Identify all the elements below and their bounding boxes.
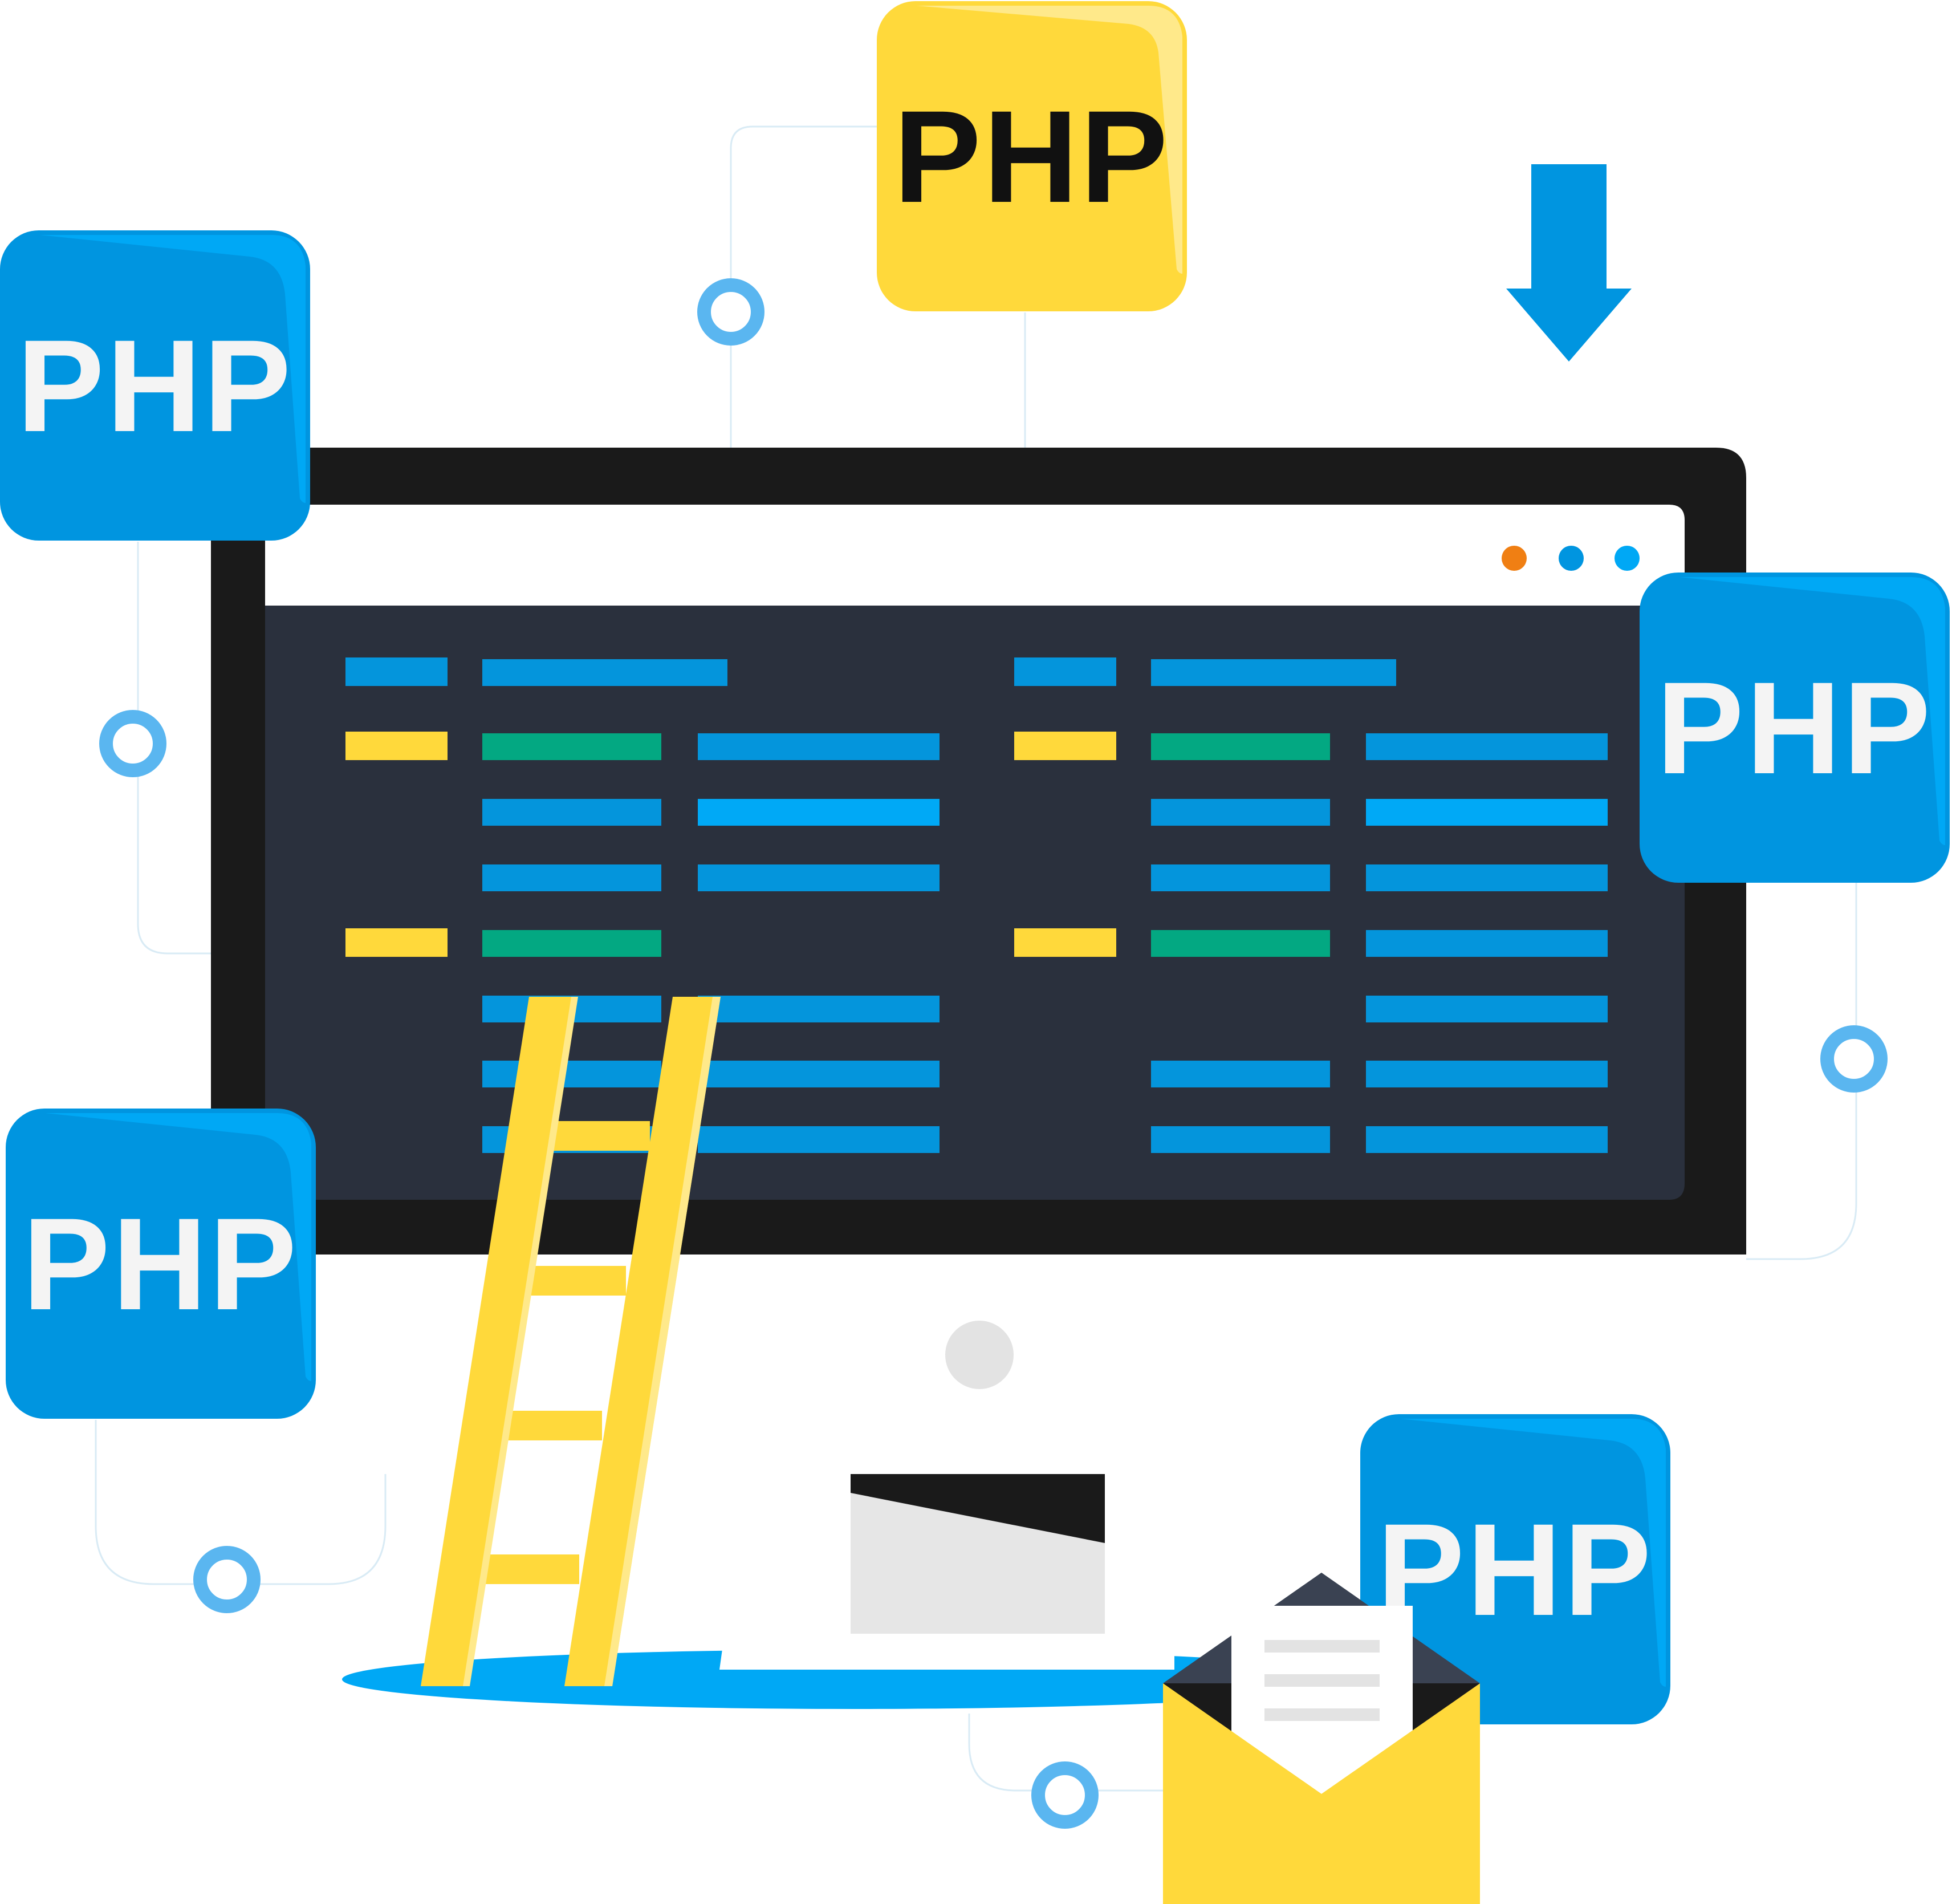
window-dot-blue[interactable] <box>1559 546 1584 571</box>
php-tile-left-lower: PHP <box>6 1109 316 1419</box>
tile-shape <box>6 1109 316 1419</box>
connector-ring <box>99 710 166 777</box>
php-label: PHP <box>1377 1496 1654 1643</box>
code-lines <box>345 657 1608 1153</box>
tile-shape <box>0 230 310 541</box>
php-tile-top: PHP <box>877 1 1187 311</box>
tile-shape <box>1640 573 1950 883</box>
connector-ring <box>1031 1761 1099 1829</box>
connector-ring <box>697 278 764 346</box>
ladder-icon <box>421 997 721 1686</box>
power-button[interactable] <box>945 1321 1014 1389</box>
tile-shape <box>877 1 1187 311</box>
php-label: PHP <box>1656 654 1933 801</box>
download-arrow-icon <box>1506 164 1632 362</box>
php-tile-left-upper: PHP <box>0 230 310 541</box>
code-editor-panel <box>265 606 1685 1200</box>
php-label: PHP <box>17 312 294 459</box>
php-tile-bottom-right: PHP <box>1360 1414 1670 1724</box>
connector-rings <box>99 278 1888 1829</box>
connector-ring <box>193 1546 261 1613</box>
php-label: PHP <box>22 1190 299 1337</box>
monitor-neck-shadow <box>851 1474 1105 1543</box>
window-dot-light-blue[interactable] <box>1615 546 1640 571</box>
browser-titlebar <box>265 505 1685 606</box>
connector-ring <box>1820 1025 1888 1093</box>
window-dot-orange[interactable] <box>1502 546 1527 571</box>
php-tile-right: PHP <box>1640 573 1950 883</box>
php-label: PHP <box>893 83 1170 230</box>
